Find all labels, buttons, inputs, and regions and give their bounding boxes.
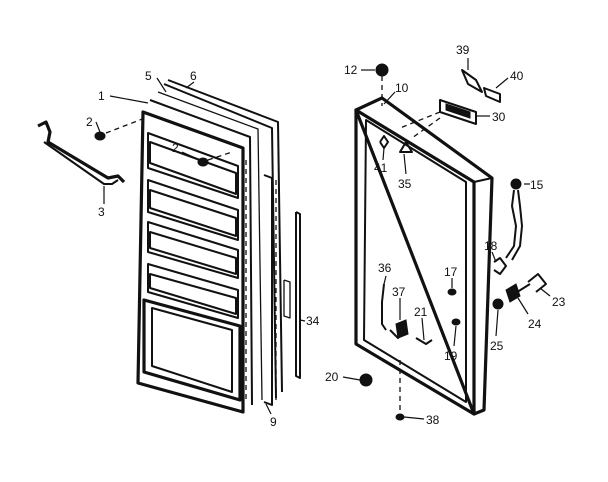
label-part-20: 20 [325, 370, 339, 384]
label-part-6: 6 [190, 69, 197, 83]
label-part-17: 17 [444, 265, 458, 279]
door-frame [354, 96, 494, 416]
part-36-rod [381, 283, 387, 331]
part-2-screw-lower [197, 151, 233, 167]
part-30-hinge [399, 99, 477, 139]
part-37-bracket [389, 319, 409, 339]
part-17-screw [447, 288, 457, 296]
callout-labels: 1 2 2 3 5 6 9 10 12 15 17 18 19 20 21 23… [86, 43, 566, 429]
part-23-screw [527, 273, 547, 293]
label-part-34: 34 [306, 314, 320, 328]
label-part-40: 40 [510, 69, 524, 83]
label-part-10: 10 [395, 81, 409, 95]
label-part-25: 25 [490, 339, 504, 353]
label-part-37: 37 [392, 285, 406, 299]
door-liner-assembly [136, 91, 263, 414]
part-15-cord [505, 178, 523, 261]
label-part-19: 19 [444, 349, 458, 363]
part-39-plate [461, 69, 483, 93]
label-part-2-upper: 2 [86, 115, 93, 129]
label-part-12: 12 [344, 63, 358, 77]
label-part-35: 35 [398, 177, 412, 191]
label-part-23: 23 [552, 295, 566, 309]
label-part-2-lower: 2 [172, 141, 179, 155]
part-12-cap [375, 63, 389, 106]
label-part-21: 21 [414, 305, 428, 319]
label-part-39: 39 [456, 43, 470, 57]
part-40-plate [483, 87, 501, 103]
label-part-38: 38 [426, 413, 440, 427]
label-part-5: 5 [145, 69, 152, 83]
door-gasket [163, 79, 283, 399]
part-25-washer [492, 298, 504, 310]
label-part-41: 41 [374, 161, 388, 175]
label-part-3: 3 [98, 205, 105, 219]
label-part-1: 1 [98, 89, 105, 103]
part-21-pin [415, 337, 433, 345]
part-24-latch [505, 283, 531, 303]
leader-lines [95, 58, 551, 420]
part-20-cap [359, 373, 373, 387]
part-18-latch [493, 257, 507, 275]
part-34-rod [283, 211, 301, 379]
label-part-30: 30 [492, 110, 506, 124]
part-19-screw [451, 318, 461, 326]
part-9-strip [263, 174, 277, 406]
label-part-36: 36 [378, 261, 392, 275]
label-part-18: 18 [484, 239, 498, 253]
part-2-screw-upper [94, 117, 146, 141]
part-3-bracket [37, 120, 126, 204]
label-part-24: 24 [528, 317, 542, 331]
label-part-9: 9 [270, 415, 277, 429]
label-part-15: 15 [530, 178, 544, 192]
part-41-clip [379, 135, 389, 149]
part-35-clip [399, 141, 413, 153]
